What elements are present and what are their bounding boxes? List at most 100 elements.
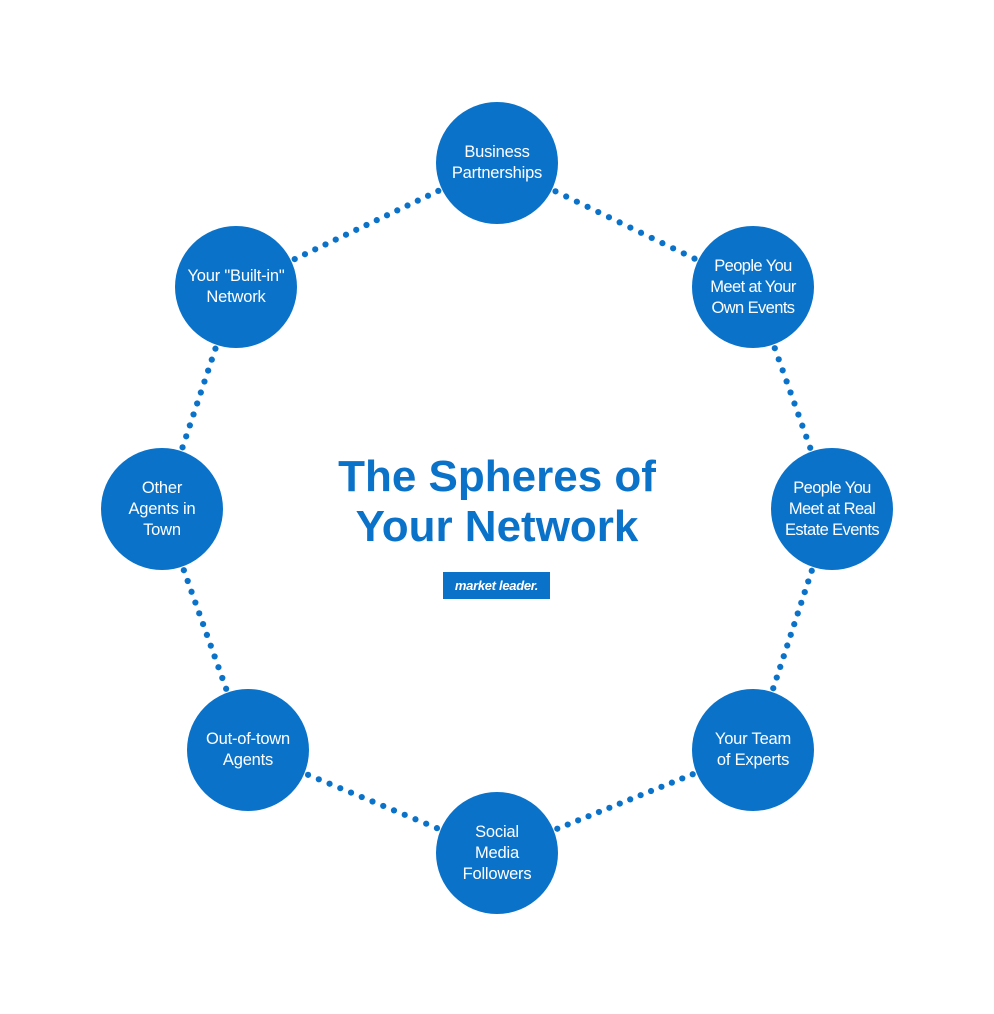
connector-dot	[627, 796, 634, 803]
connector-dot	[554, 825, 561, 832]
connector-dot	[773, 674, 780, 681]
connector-dot	[186, 422, 193, 429]
connector-dot	[322, 241, 329, 248]
connector-dot	[659, 240, 666, 247]
connector-dot	[784, 642, 791, 649]
connector-dot	[223, 685, 230, 692]
connector-dot	[595, 808, 603, 816]
connector-dot	[616, 219, 623, 226]
connector-dot	[383, 212, 391, 219]
connector-dot	[211, 653, 218, 660]
sphere-node-label: People You Meet at Real Estate Events	[784, 478, 880, 539]
connector-dot	[212, 345, 219, 352]
connector-dot	[787, 389, 794, 396]
connector-dot	[795, 411, 802, 418]
connector-dot	[369, 798, 376, 805]
connector-dot	[183, 433, 190, 440]
connector-dot	[394, 207, 401, 214]
sphere-node-real-estate-events: People You Meet at Real Estate Events	[771, 448, 893, 570]
connector-dot	[207, 642, 214, 649]
sphere-node-built-in-network: Your "Built-in" Network	[175, 226, 297, 348]
connector-dot	[401, 811, 408, 818]
connector-dot	[435, 187, 442, 194]
connector-dot	[668, 779, 675, 786]
connector-dot	[680, 250, 687, 257]
sphere-node-label: Your "Built-in" Network	[187, 267, 285, 306]
connector-dot	[390, 807, 398, 814]
connector-dot	[188, 588, 195, 595]
connector-dot	[301, 251, 309, 258]
connector-dot	[595, 208, 602, 216]
connector-dot	[783, 378, 790, 385]
sphere-node-out-of-town-agents: Out-of-town Agents	[187, 689, 309, 811]
sphere-node-own-events: People You Meet at Your Own Events	[692, 226, 814, 348]
sphere-node-social-media-followers: Social Media Followers	[436, 792, 558, 914]
connector-dot	[347, 789, 355, 796]
connector-dot	[184, 577, 191, 585]
connector-dot	[180, 567, 187, 574]
connector-dot	[779, 367, 786, 374]
connector-dot	[805, 578, 812, 585]
connector-dot	[412, 816, 419, 823]
sphere-node-team-of-experts: Your Team of Experts	[692, 689, 814, 811]
connector-dot	[312, 246, 319, 253]
connector-dot	[373, 217, 380, 224]
connector-dot	[807, 444, 814, 451]
diagram-title: The Spheres of Your Network	[338, 452, 656, 551]
connector-dot	[404, 202, 411, 209]
connector-dot	[358, 793, 365, 801]
connector-dot	[648, 234, 655, 242]
connector-dot	[689, 771, 696, 778]
sphere-node-label: Out-of-town Agents	[206, 730, 290, 769]
connector-dot	[573, 198, 580, 205]
connector-dot	[433, 825, 441, 832]
connector-dot	[190, 411, 197, 418]
connector-dot	[192, 599, 199, 606]
sphere-node-other-agents-in-town: Other Agents in Town	[101, 448, 223, 570]
connector-dot	[203, 631, 211, 638]
connector-dot	[775, 356, 782, 363]
connector-dot	[801, 589, 808, 596]
connector-dot	[771, 345, 778, 352]
connector-dot	[208, 356, 215, 363]
sphere-node-label: Your Team of Experts	[714, 730, 792, 769]
connector-dot	[647, 787, 655, 795]
connector-dot	[637, 792, 644, 799]
connector-dot	[791, 621, 798, 628]
sphere-node-label: Social Media Followers	[462, 822, 532, 883]
connector-dot	[201, 378, 208, 385]
connector-dot	[799, 422, 806, 429]
connector-dot	[423, 820, 430, 827]
connector-dot	[363, 221, 370, 229]
connector-dot	[606, 804, 613, 811]
connector-dot	[332, 236, 339, 243]
connector-dot	[315, 776, 322, 783]
connector-dot	[197, 389, 204, 396]
connector-dot	[637, 229, 645, 236]
connector-dot	[414, 197, 421, 204]
connector-dot	[380, 802, 387, 810]
connector-dot	[575, 817, 582, 824]
connector-dot	[337, 785, 344, 792]
connector-dot	[658, 783, 665, 790]
connector-dot	[616, 800, 623, 807]
dotted-connector-ring	[179, 187, 815, 832]
connector-dot	[205, 367, 212, 374]
connector-dot	[679, 775, 686, 782]
connector-dot	[605, 214, 613, 221]
connector-dot	[424, 192, 432, 199]
connector-dot	[584, 203, 591, 210]
connector-dot	[353, 226, 360, 233]
connector-dot	[670, 245, 677, 252]
connector-dot	[803, 433, 810, 440]
connector-dot	[291, 256, 298, 263]
connector-dot	[552, 188, 559, 195]
connector-dot	[780, 653, 787, 660]
connector-dot	[777, 663, 784, 670]
connector-dot	[563, 193, 570, 200]
connector-dot	[791, 400, 798, 407]
connector-dot	[787, 631, 794, 638]
connector-dot	[304, 771, 312, 778]
connector-dot	[585, 813, 592, 820]
